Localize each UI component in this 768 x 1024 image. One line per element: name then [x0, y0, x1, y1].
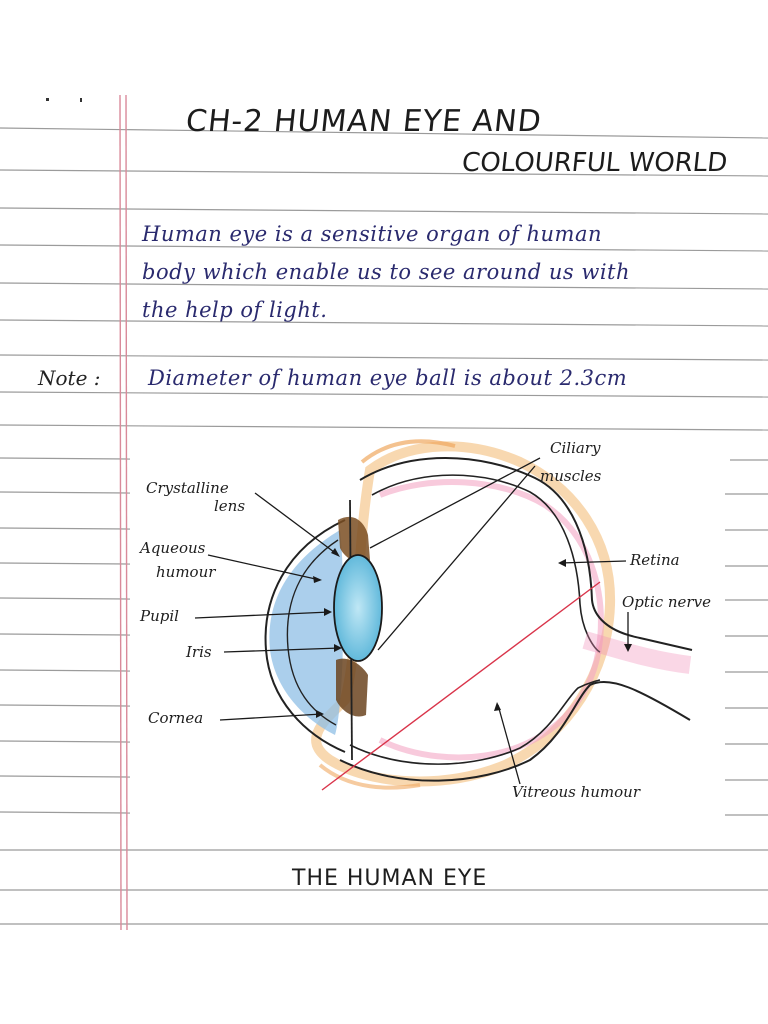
- definition-line-3: the help of light.: [142, 298, 328, 322]
- cornea-outline: [264, 519, 346, 753]
- label-vitreous-humour: Vitreous humour: [512, 783, 641, 801]
- sclera-outline-top: [359, 457, 693, 651]
- definition-line-1: Human eye is a sensitive organ of human: [142, 222, 603, 246]
- aqueous-humour: [269, 530, 344, 735]
- label-ciliary-muscles-2: muscles: [540, 467, 602, 485]
- label-ciliary-muscles-1: Ciliary: [550, 439, 601, 457]
- label-arrowheads: [313, 548, 632, 718]
- label-aqueous-humour-2: humour: [156, 563, 216, 581]
- crystalline-lens: [333, 554, 383, 662]
- choroid-bottom-shade: [318, 763, 421, 790]
- note-label: Note :: [38, 366, 101, 390]
- sclera-inner-outline-bottom: [349, 679, 601, 765]
- margin-lines: [119, 94, 128, 931]
- sclera-outline-bottom: [339, 680, 691, 782]
- label-pupil: Pupil: [140, 607, 179, 625]
- diagram-caption: THE HUMAN EYE: [292, 866, 488, 891]
- label-optic-nerve: Optic nerve: [622, 593, 711, 611]
- optical-axis-line: [321, 581, 601, 791]
- label-cornea: Cornea: [148, 709, 204, 727]
- label-leader-lines: [194, 457, 629, 785]
- optic-nerve-shade: [582, 631, 692, 674]
- label-aqueous-humour-1: Aqueous: [140, 539, 206, 557]
- note-text: Diameter of human eye ball is about 2.3c…: [148, 366, 628, 390]
- label-crystalline-lens-1: Crystalline: [146, 479, 229, 497]
- iris-top: [338, 516, 370, 562]
- pen-marks: [46, 98, 82, 102]
- label-retina: Retina: [630, 551, 680, 569]
- label-crystalline-lens-2: lens: [214, 497, 246, 515]
- label-iris: Iris: [186, 643, 212, 661]
- cornea-inner-outline: [286, 539, 339, 726]
- ruled-lines-group: [0, 127, 768, 925]
- choroid-top-shade: [360, 439, 456, 464]
- definition-line-2: body which enable us to see around us wi…: [142, 260, 631, 284]
- retina-layer: [378, 479, 604, 761]
- sclera-inner-outline-top: [371, 474, 601, 653]
